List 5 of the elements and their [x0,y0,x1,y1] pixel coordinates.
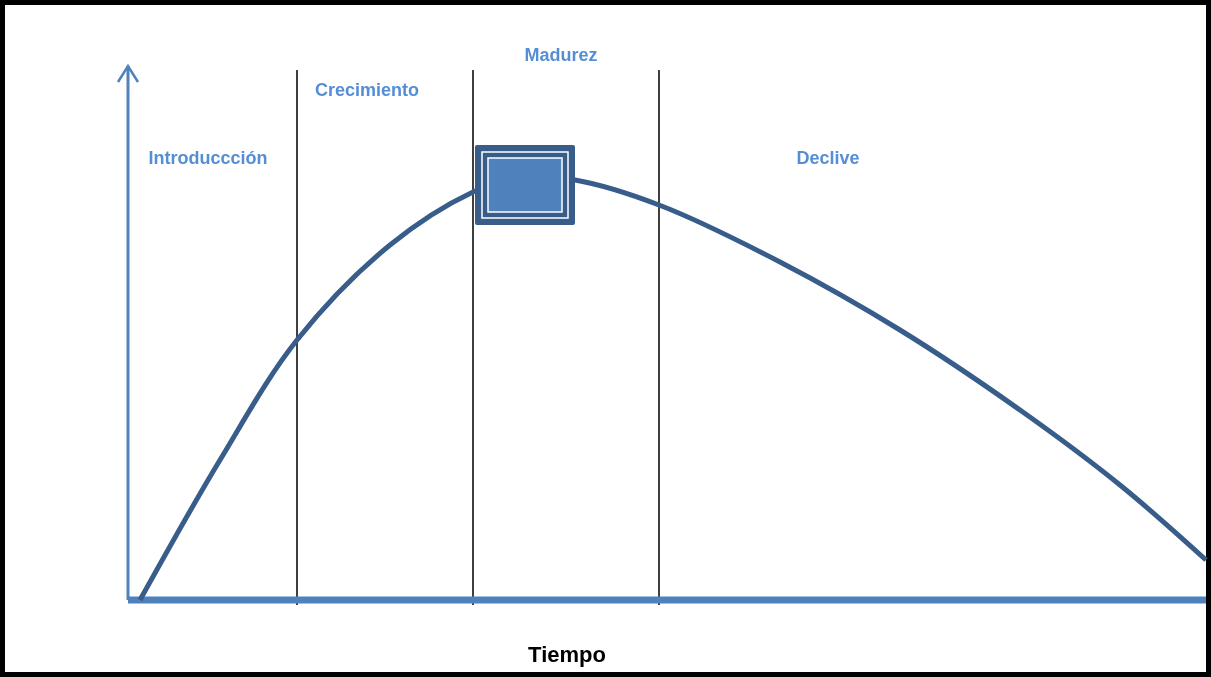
phase-label: Introduccción [148,147,268,169]
axis-label: Tiempo [528,642,606,668]
phase-label: Declive [796,147,860,169]
phase-label: Crecimiento [315,79,419,101]
phase-label: Madurez [524,44,598,66]
